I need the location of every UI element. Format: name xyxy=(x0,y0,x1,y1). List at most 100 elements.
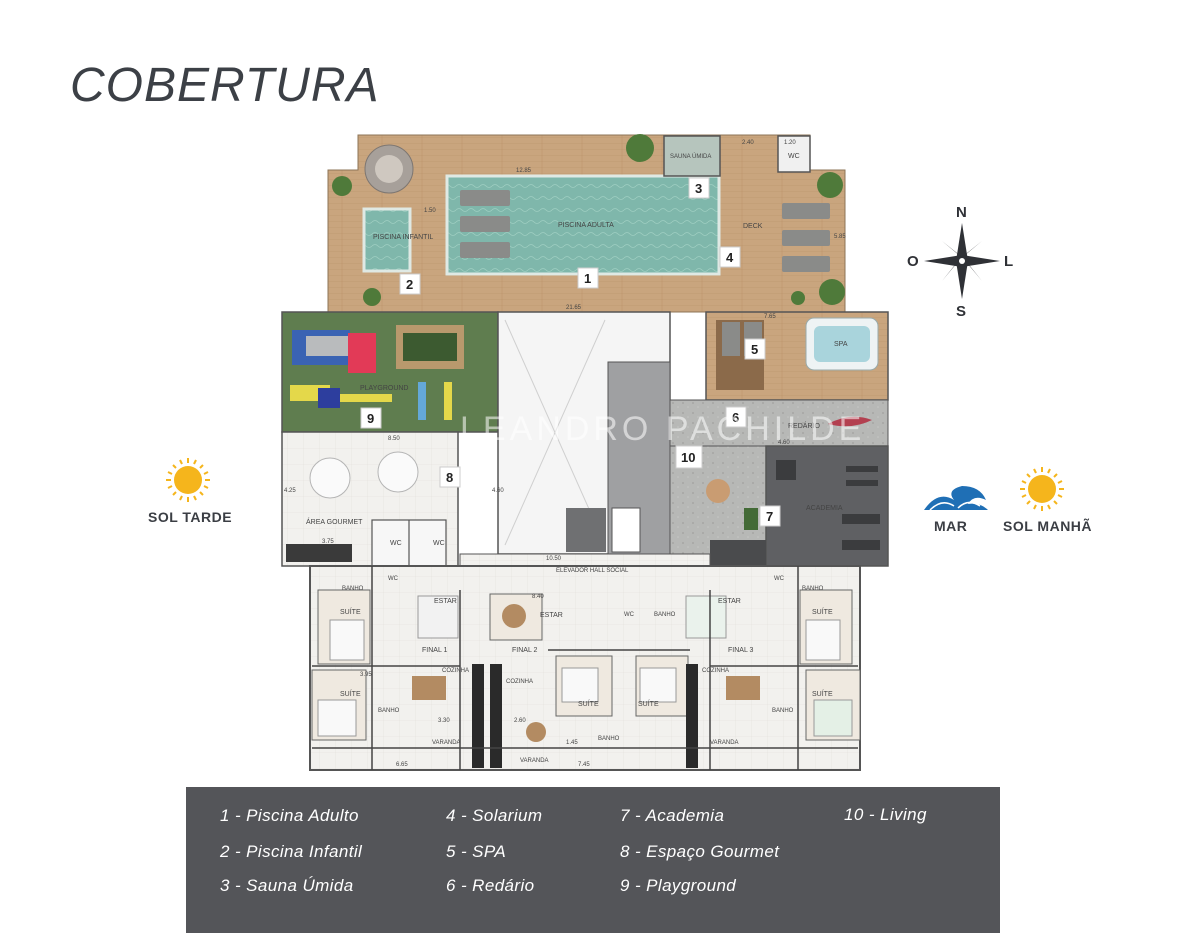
watermark: LEANDRO PACHILDE xyxy=(460,410,866,448)
wave-icon xyxy=(924,486,988,511)
marker-9: 9 xyxy=(367,411,374,426)
dim-10: 4.25 xyxy=(284,488,296,494)
label-banho-1: BANHO xyxy=(342,586,364,592)
legend-item-3: 3 - Sauna Úmida xyxy=(220,876,354,895)
compass-o: O xyxy=(907,253,919,270)
legend-item-9: 9 - Playground xyxy=(620,876,737,895)
kids-pool xyxy=(362,207,412,273)
playground-area xyxy=(281,311,499,433)
label-estar-1: ESTAR xyxy=(434,598,457,605)
marker-5: 5 xyxy=(751,342,758,357)
label-estar-3: ESTAR xyxy=(718,598,741,605)
mar-label: MAR xyxy=(934,518,968,534)
label-deck: DECK xyxy=(743,223,763,230)
marker-3: 3 xyxy=(695,181,702,196)
legend-item-10: 10 - Living xyxy=(844,805,927,824)
label-suite-2: SUÍTE xyxy=(578,699,599,708)
dim-9: 3.75 xyxy=(322,539,334,545)
label-banho-3b: BANHO xyxy=(772,708,794,714)
dim-4: 5.85 xyxy=(834,234,846,240)
number-markers: 1 2 3 4 5 6 7 8 9 10 xyxy=(360,177,781,527)
dim-12: 1.20 xyxy=(784,140,796,146)
wc-top xyxy=(777,135,811,173)
label-suite-3b: SUÍTE xyxy=(812,689,833,698)
marker-6: 6 xyxy=(732,410,739,425)
sauna-room xyxy=(663,135,721,177)
dim-15: 7.45 xyxy=(578,762,590,768)
sun-tarde-icon xyxy=(166,458,210,502)
compass-rose-icon xyxy=(924,223,1000,299)
legend-item-8: 8 - Espaço Gourmet xyxy=(620,842,780,861)
legend-panel: 1 - Piscina Adulto 2 - Piscina Infantil … xyxy=(186,787,1000,933)
living-gym xyxy=(669,445,889,567)
apartments xyxy=(309,565,861,771)
label-banho-1b: BANHO xyxy=(378,708,400,714)
label-wc-2: WC xyxy=(433,540,445,547)
label-elevador-hall: ELEVADOR HALL SOCIAL xyxy=(556,568,629,574)
dim-14: 3.95 xyxy=(360,672,372,678)
label-suite-2b: SUÍTE xyxy=(638,699,659,708)
label-sauna: SAUNA ÚMIDA xyxy=(670,153,711,160)
label-cozinha-3: COZINHA xyxy=(702,668,729,674)
label-playground: PLAYGROUND xyxy=(360,385,409,392)
label-final3: FINAL 3 xyxy=(728,647,754,654)
gourmet-area xyxy=(281,431,459,567)
compass-s: S xyxy=(956,303,966,320)
sol-tarde-label: SOL TARDE xyxy=(148,509,233,525)
label-final2: FINAL 2 xyxy=(512,647,538,654)
label-piscina-infantil: PISCINA INFANTIL xyxy=(373,234,433,241)
plants xyxy=(332,134,845,306)
label-wc-f3: WC xyxy=(774,576,785,582)
marker-8: 8 xyxy=(446,470,453,485)
dim-13: 8.40 xyxy=(532,594,544,600)
label-suite-3: SUÍTE xyxy=(812,607,833,616)
label-banho-2: BANHO xyxy=(654,612,676,618)
label-wc-f2: WC xyxy=(624,612,635,618)
label-wc-top: WC xyxy=(788,153,800,160)
label-banho-2b: BANHO xyxy=(598,736,620,742)
dim-16: 6.65 xyxy=(396,762,408,768)
dim-11: 2.40 xyxy=(742,140,754,146)
pool-loungers xyxy=(460,190,510,258)
legend-item-5: 5 - SPA xyxy=(446,842,507,861)
label-varanda-1: VARANDA xyxy=(432,740,461,746)
marker-2: 2 xyxy=(406,277,413,292)
dim-18: 2.60 xyxy=(514,718,526,724)
compass-l: L xyxy=(1004,253,1013,270)
marker-10: 10 xyxy=(681,450,695,465)
page-title: COBERTURA xyxy=(70,59,380,112)
label-suite-1: SUÍTE xyxy=(340,607,361,616)
dim-6: 7.65 xyxy=(764,314,776,320)
central-core xyxy=(497,311,671,555)
legend-item-7: 7 - Academia xyxy=(620,806,725,825)
label-estar-2: ESTAR xyxy=(540,612,563,619)
sun-manha-icon xyxy=(1020,467,1064,511)
label-banho-3: BANHO xyxy=(802,586,824,592)
marker-7: 7 xyxy=(766,509,773,524)
legend-item-2: 2 - Piscina Infantil xyxy=(220,842,363,861)
label-piscina-adulta: PISCINA ADULTA xyxy=(558,222,614,229)
dim-8: 10.50 xyxy=(546,556,562,562)
dim-1: 12.85 xyxy=(516,168,532,174)
legend-item-4: 4 - Solarium xyxy=(446,806,543,825)
compass-n: N xyxy=(956,204,967,221)
label-wc-1: WC xyxy=(390,540,402,547)
dim-7: 4.60 xyxy=(778,440,790,446)
dimension-labels: 12.85 21.65 1.50 5.85 8.50 7.65 4.60 10.… xyxy=(284,140,846,768)
legend-item-1: 1 - Piscina Adulto xyxy=(220,806,359,825)
deck-loungers xyxy=(782,203,830,272)
label-cozinha-2: COZINHA xyxy=(506,679,533,685)
label-varanda-2: VARANDA xyxy=(520,758,549,764)
sol-manha-label: SOL MANHÃ xyxy=(1003,518,1093,534)
label-academia: ACADEMIA xyxy=(806,505,843,512)
dim-3: 1.50 xyxy=(424,208,436,214)
dim-2: 21.65 xyxy=(566,305,582,311)
label-area-gourmet: ÁREA GOURMET xyxy=(306,517,363,526)
label-suite-1b: SUÍTE xyxy=(340,689,361,698)
dim-20: 4.60 xyxy=(492,488,504,494)
label-redario: REDÁRIO xyxy=(788,421,820,430)
label-varanda-3: VARANDA xyxy=(710,740,739,746)
legend-item-6: 6 - Redário xyxy=(446,876,535,895)
dim-17: 3.30 xyxy=(438,718,450,724)
